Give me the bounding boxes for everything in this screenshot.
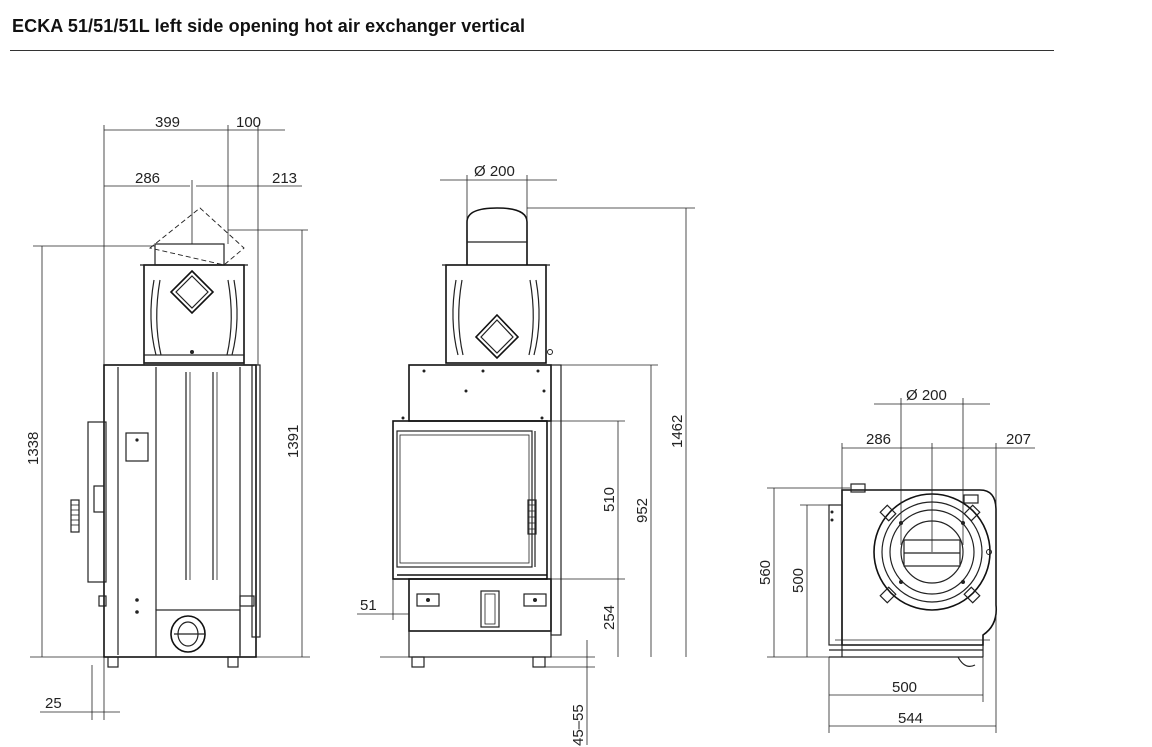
dim-510: 510 <box>601 487 618 512</box>
dim-1338: 1338 <box>25 432 42 465</box>
dim-399: 399 <box>155 114 180 131</box>
dim-213: 213 <box>272 170 297 187</box>
dim-207: 207 <box>1006 431 1031 448</box>
dim-legs: 45–55 <box>570 704 587 746</box>
dim-1462: 1462 <box>669 415 686 448</box>
dim-544: 544 <box>898 710 923 727</box>
title-divider <box>10 50 1054 51</box>
dim-100: 100 <box>236 114 261 131</box>
dim-286-top: 286 <box>866 431 891 448</box>
page-title: ECKA 51/51/51L left side opening hot air… <box>12 16 526 36</box>
dim-500-vert: 500 <box>790 568 807 593</box>
top-view: Ø 200 286 207 560 500 500 544 <box>757 387 1035 733</box>
dim-1391: 1391 <box>285 425 302 458</box>
dim-dia200-front: Ø 200 <box>474 163 515 180</box>
dim-51: 51 <box>360 597 377 614</box>
dim-286: 286 <box>135 170 160 187</box>
front-view: Ø 200 1462 952 510 254 51 45–55 <box>357 163 695 746</box>
dim-25: 25 <box>45 695 62 712</box>
dim-560: 560 <box>757 560 774 585</box>
dim-952: 952 <box>634 498 651 523</box>
side-view: 399 100 286 213 1338 1391 25 <box>25 114 310 720</box>
dim-dia200-top: Ø 200 <box>906 387 947 404</box>
dim-254: 254 <box>601 605 618 630</box>
dim-500-horz: 500 <box>892 679 917 696</box>
